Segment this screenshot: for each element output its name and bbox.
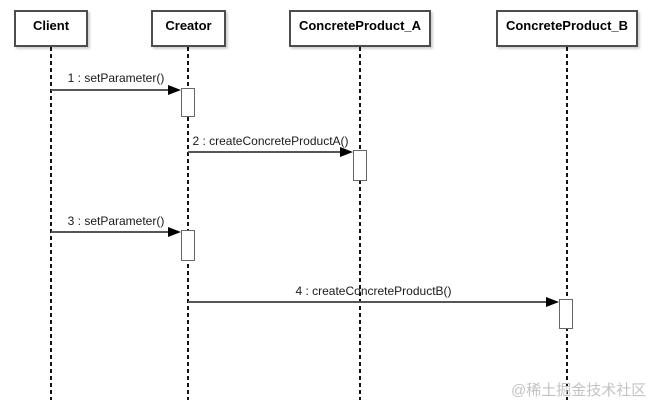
actor-label: ConcreteProduct_A [298,18,422,33]
activation-concreteproduct-b [559,299,573,329]
activation-creator-1 [181,88,195,117]
message-line [188,151,343,153]
lifeline-concreteproduct-b [566,47,568,400]
watermark: @稀土掘金技术社区 [511,382,647,399]
actor-label: Creator [165,18,212,33]
lifeline-client [50,47,52,400]
message-label: 3 : setParameter() [67,214,165,228]
actor-box-client: Client [14,10,88,47]
actor-box-concreteproduct-b: ConcreteProduct_B [496,10,638,47]
message-line [51,89,171,91]
actor-box-creator: Creator [151,10,226,47]
message-label: 1 : setParameter() [67,71,165,85]
activation-concreteproduct-a [353,150,367,181]
activation-creator-2 [181,230,195,261]
lifeline-creator [187,47,189,400]
arrowhead-icon [168,85,181,95]
lifeline-concreteproduct-a [359,47,361,400]
arrowhead-icon [546,297,559,307]
message-label: 4 : createConcreteProductB() [295,284,452,298]
arrowhead-icon [168,227,181,237]
actor-label: Client [32,18,70,33]
message-line [188,301,549,303]
actor-label: ConcreteProduct_B [505,18,629,33]
arrowhead-icon [340,147,353,157]
actor-box-concreteproduct-a: ConcreteProduct_A [289,10,431,47]
message-label: 2 : createConcreteProductA() [192,134,349,148]
message-line [51,231,171,233]
